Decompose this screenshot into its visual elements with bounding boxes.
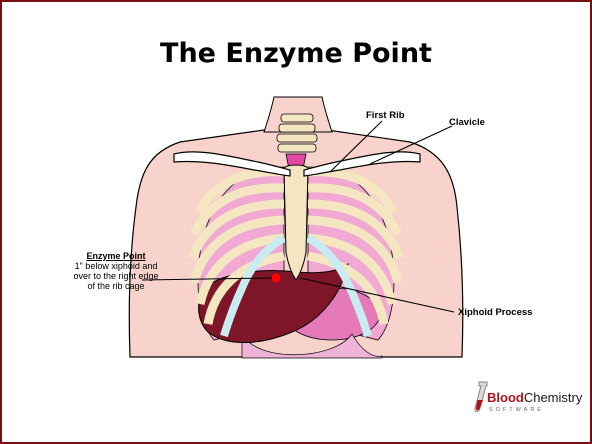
brand-bold: Blood xyxy=(487,390,524,405)
clavicle-label: Clavicle xyxy=(449,117,485,128)
brand-subtitle: SOFTWARE xyxy=(489,407,544,413)
brand-rest: Chemistry xyxy=(524,390,583,405)
enzyme-point-heading: Enzyme Point xyxy=(42,251,190,261)
first-rib-label: First Rib xyxy=(366,110,405,121)
enzyme-point-marker xyxy=(272,274,281,283)
enzyme-point-line-3: of the rib cage xyxy=(42,281,190,291)
enzyme-point-note: Enzyme Point 1" below xiphoid and over t… xyxy=(42,251,190,291)
enzyme-point-line-1: 1" below xiphoid and xyxy=(42,261,190,271)
brand-logo-text: BloodChemistry xyxy=(487,390,582,405)
xiphoid-process-label: Xiphoid Process xyxy=(458,307,532,318)
enzyme-point-line-2: over to the right edge xyxy=(42,271,190,281)
